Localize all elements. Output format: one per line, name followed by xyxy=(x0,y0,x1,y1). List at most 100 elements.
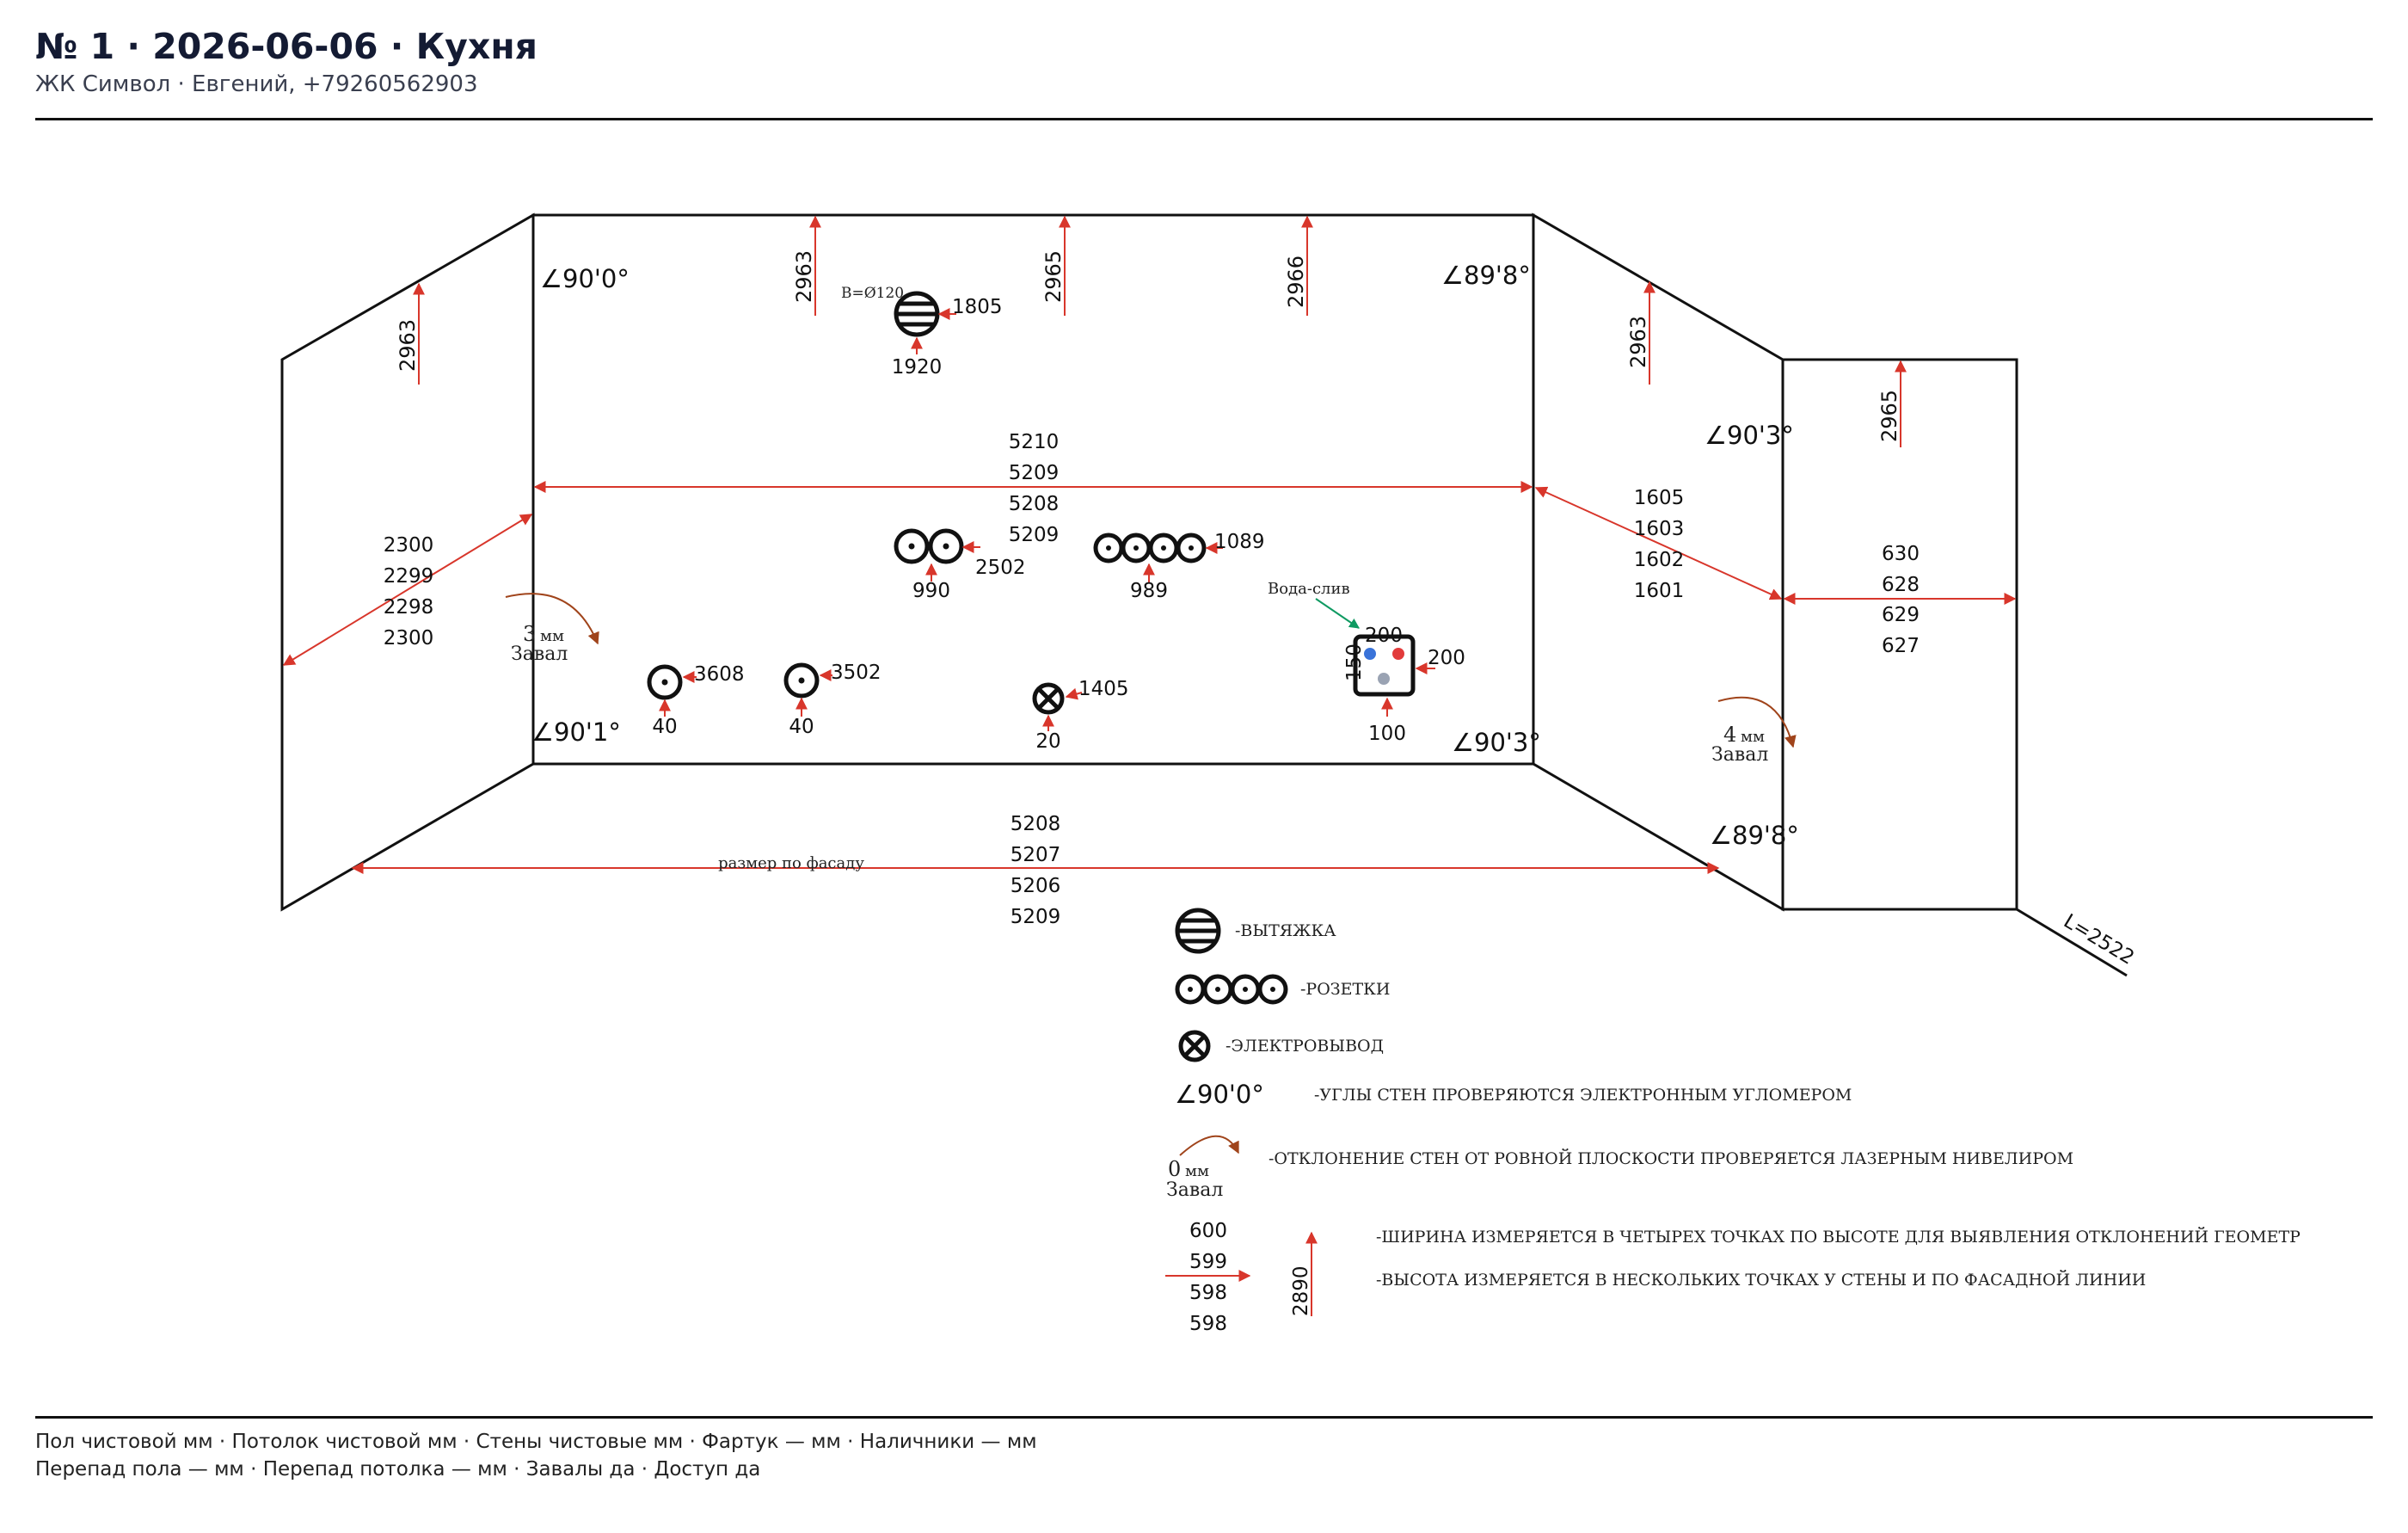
double-socket-icon xyxy=(894,528,964,564)
angle-main-bottom-right: ∠90'3° xyxy=(1452,728,1541,757)
legend-electric-icon xyxy=(1178,1030,1211,1062)
legend-deviation-unit: мм xyxy=(1185,1162,1209,1180)
hot-water-dot xyxy=(1392,648,1404,660)
hood-diameter: В=Ø120 xyxy=(841,285,904,302)
legend-sockets-icon xyxy=(1175,974,1288,1005)
water-label-pointer xyxy=(1315,598,1360,629)
far-right-width-2: 628 xyxy=(1882,574,1920,596)
double-socket-height: 2502 xyxy=(975,557,1026,579)
footer-divider xyxy=(35,1416,2373,1419)
facade-width-3: 5206 xyxy=(1010,875,1061,897)
water-top: 200 xyxy=(1365,625,1403,647)
double-socket-offset: 990 xyxy=(912,580,950,602)
left-deviation-label: Завал xyxy=(511,643,568,665)
quad-socket-icon xyxy=(1093,533,1207,563)
left-deviation-unit: мм xyxy=(540,627,564,645)
width-dimensions xyxy=(282,481,2017,874)
electric-outlet-icon xyxy=(1032,682,1065,715)
height-right-wall: 2963 xyxy=(1626,316,1650,368)
height-far-right-wall: 2965 xyxy=(1877,390,1901,442)
angle-main-top-left: ∠90'0° xyxy=(540,264,630,293)
right-deviation-value: 4 xyxy=(1723,723,1736,747)
legend-electric-label: -ЭЛЕКТРОВЫВОД xyxy=(1226,1037,1384,1056)
right-width-4: 1601 xyxy=(1634,580,1685,602)
electric-outlet-offset: 20 xyxy=(1035,730,1060,753)
legend: -ВЫТЯЖКА -РОЗЕТКИ -ЭЛЕКТРОВЫВОД ∠90'0° -… xyxy=(1165,908,2300,1335)
water-right: 200 xyxy=(1428,647,1465,669)
water-side: 150 xyxy=(1343,643,1366,681)
left-width-4: 2300 xyxy=(384,627,434,650)
page-title: № 1 · 2026-06-06 · Кухня xyxy=(35,26,538,67)
left-width-2: 2299 xyxy=(384,565,434,588)
angle-main-bottom-left: ∠90'1° xyxy=(531,717,621,747)
water-bottom: 100 xyxy=(1368,723,1406,745)
main-width-2: 5209 xyxy=(1009,462,1060,484)
legend-width-3: 598 xyxy=(1189,1282,1227,1304)
legend-width-4: 598 xyxy=(1189,1313,1227,1335)
header-divider xyxy=(35,118,2373,120)
right-width-line xyxy=(1534,486,1783,600)
left-width-3: 2298 xyxy=(384,596,434,619)
footer-line-1: Пол чистовой мм · Потолок чистовой мм · … xyxy=(35,1431,1037,1453)
right-deviation-unit: мм xyxy=(1741,728,1765,746)
far-right-width-1: 630 xyxy=(1882,543,1920,565)
height-left-wall: 2963 xyxy=(396,319,420,372)
right-deviation-arc xyxy=(1717,696,1797,748)
far-right-width-4: 627 xyxy=(1882,635,1920,657)
far-right-width-3: 629 xyxy=(1882,604,1920,626)
legend-deviation-desc: -ОТКЛОНЕНИЕ СТЕН ОТ РОВНОЙ ПЛОСКОСТИ ПРО… xyxy=(1268,1148,2073,1168)
quad-socket-height: 1089 xyxy=(1214,531,1265,553)
facade-label: размер по фасаду xyxy=(718,854,864,872)
angle-right-bottom: ∠89'8° xyxy=(1710,821,1799,850)
left-deviation-arc xyxy=(505,593,599,645)
left-width-1: 2300 xyxy=(384,534,434,557)
legend-sockets-label: -РОЗЕТКИ xyxy=(1300,980,1390,999)
height-main-1: 2963 xyxy=(792,250,816,303)
right-width-3: 1602 xyxy=(1634,549,1685,571)
facade-width-4: 5209 xyxy=(1010,906,1061,928)
quad-socket-offset: 989 xyxy=(1130,580,1168,602)
far-right-wall xyxy=(1781,358,2018,911)
legend-width-desc: -ШИРИНА ИЗМЕРЯЕТСЯ В ЧЕТЫРЕХ ТОЧКАХ ПО В… xyxy=(1376,1227,2300,1247)
facade-width-1: 5208 xyxy=(1010,813,1061,835)
socket-a-icon xyxy=(647,664,683,700)
left-wall xyxy=(280,212,535,912)
hood-height: 1805 xyxy=(952,296,1003,318)
drain-dot xyxy=(1378,673,1390,685)
main-width-1: 5210 xyxy=(1009,431,1060,453)
height-arrows xyxy=(413,215,1907,447)
facade-width-2: 5207 xyxy=(1010,844,1061,866)
legend-deviation-arc xyxy=(1179,1135,1239,1156)
electric-outlet-height: 1405 xyxy=(1078,678,1129,700)
socket-b-height: 3502 xyxy=(831,662,882,684)
socket-a-height: 3608 xyxy=(694,663,745,686)
legend-hood-icon xyxy=(1175,908,1221,954)
electric-outlet-height-arrow xyxy=(1065,687,1083,700)
cold-water-dot xyxy=(1364,648,1376,660)
right-width-2: 1603 xyxy=(1634,518,1685,540)
right-width-1: 1605 xyxy=(1634,487,1685,509)
legend-width-1: 600 xyxy=(1189,1220,1227,1242)
left-deviation-value: 3 xyxy=(523,622,536,646)
legend-deviation-label: Завал xyxy=(1166,1179,1223,1201)
socket-b-offset: 40 xyxy=(789,716,814,738)
page-subtitle: ЖК Символ · Евгений, +79260562903 xyxy=(35,71,478,97)
legend-angle-desc: -УГЛЫ СТЕН ПРОВЕРЯЮТСЯ ЭЛЕКТРОННЫМ УГЛОМ… xyxy=(1314,1086,1852,1105)
legend-angle-sample: ∠90'0° xyxy=(1175,1080,1264,1109)
socket-b-icon xyxy=(783,662,820,699)
left-width-line xyxy=(282,514,533,666)
legend-hood-label: -ВЫТЯЖКА xyxy=(1235,921,1336,940)
footer-line-2: Перепад пола — мм · Перепад потолка — мм… xyxy=(35,1458,761,1481)
right-deviation-label: Завал xyxy=(1711,744,1768,766)
legend-deviation-value: 0 xyxy=(1168,1157,1181,1181)
legend-height-sample: 2890 xyxy=(1290,1265,1312,1316)
angle-main-top-right: ∠89'8° xyxy=(1441,261,1531,290)
water-label: Вода-слив xyxy=(1268,580,1350,598)
water-box-icon xyxy=(1353,634,1416,697)
legend-height-desc: -ВЫСОТА ИЗМЕРЯЕТСЯ В НЕСКОЛЬКИХ ТОЧКАХ У… xyxy=(1376,1270,2146,1290)
height-main-2: 2965 xyxy=(1041,250,1066,303)
socket-a-offset: 40 xyxy=(652,716,677,738)
angle-right-top: ∠90'3° xyxy=(1705,421,1794,450)
hood-offset: 1920 xyxy=(892,356,943,379)
